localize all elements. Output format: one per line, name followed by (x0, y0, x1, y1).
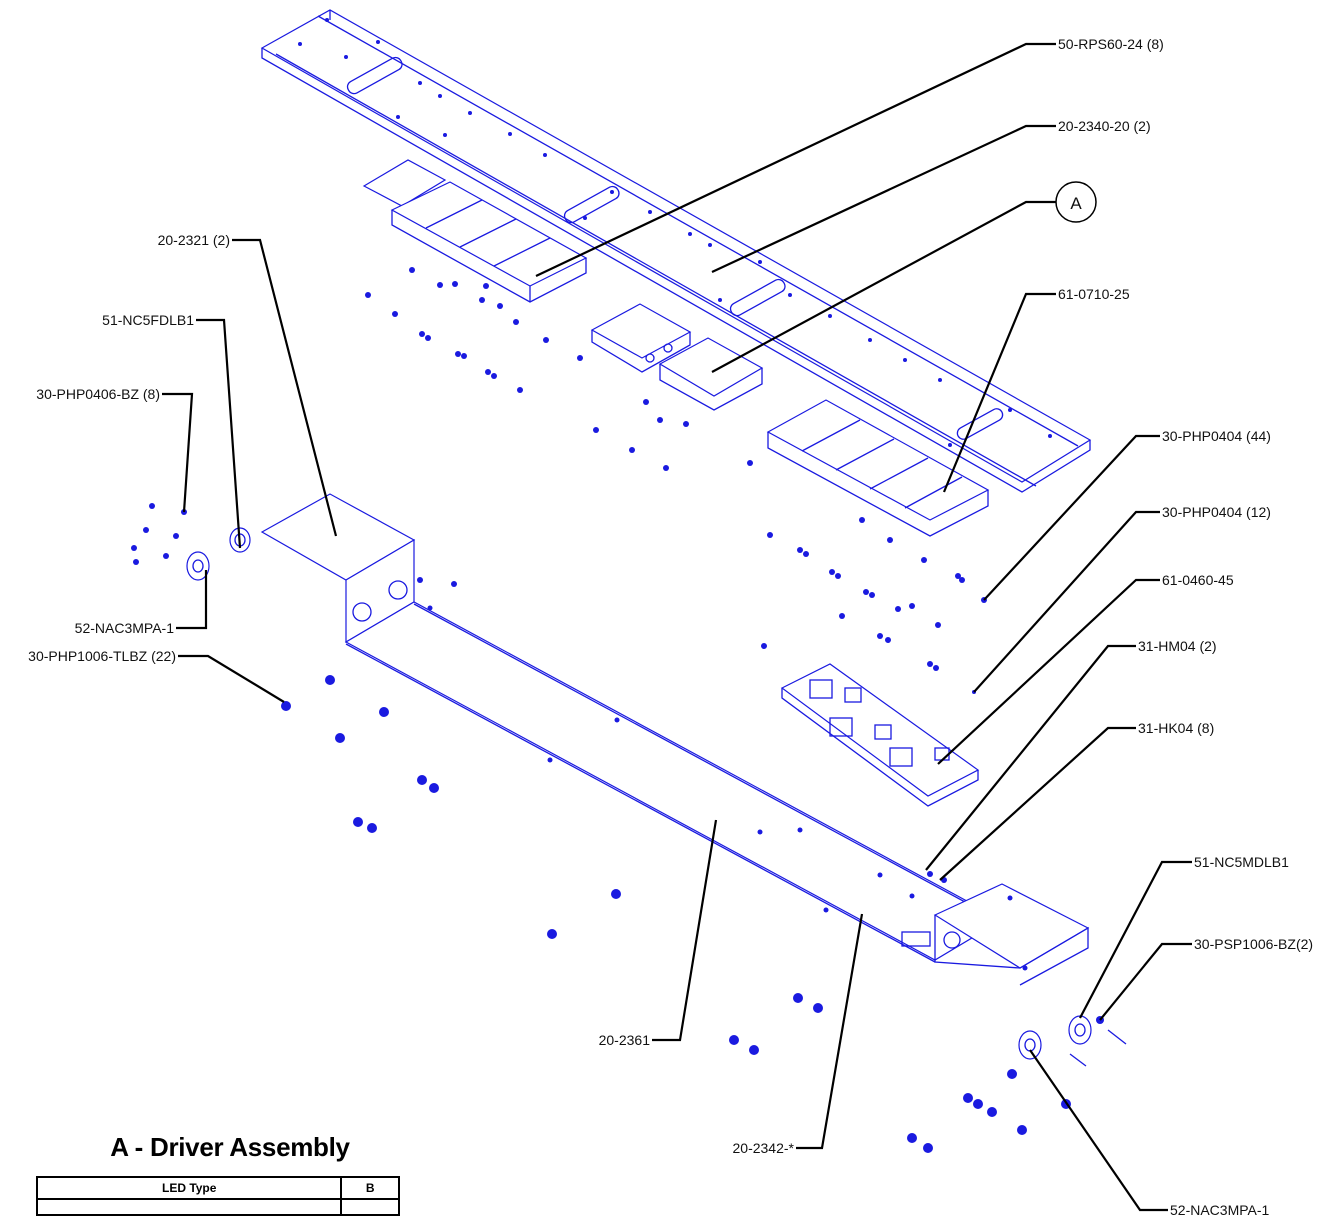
callout-50-rps60-24: 50-RPS60-24 (8) (1058, 36, 1164, 52)
top-rail-channel (260, 9, 1092, 493)
table-cell (340, 1198, 400, 1216)
table-row (35, 1198, 400, 1216)
callout-31-hk04: 31-HK04 (8) (1138, 720, 1214, 736)
header-led-type: LED Type (35, 1176, 343, 1200)
fasteners (131, 267, 1104, 1153)
callout-52-nac3mpa-1-left: 52-NAC3MPA-1 (75, 620, 175, 636)
power-supply-group-right (766, 399, 990, 537)
callout-30-php1006-tlbz: 30-PHP1006-TLBZ (22) (28, 648, 176, 664)
long-screws (1069, 1029, 1127, 1067)
callout-30-php0404-44: 30-PHP0404 (44) (1162, 428, 1271, 444)
callout-30-php0406-bz: 30-PHP0406-BZ (8) (36, 386, 160, 402)
callout-61-0460-45: 61-0460-45 (1162, 572, 1234, 588)
base-channel (260, 493, 1090, 986)
callout-20-2340-20: 20-2340-20 (2) (1058, 118, 1151, 134)
callout-30-php0404-12: 30-PHP0404 (12) (1162, 504, 1271, 520)
callout-labels: 50-RPS60-24 (8) 20-2340-20 (2) A 20-2321… (28, 36, 1313, 1218)
connector-left (186, 527, 251, 581)
callout-52-nac3mpa-1-right: 52-NAC3MPA-1 (1170, 1202, 1270, 1218)
connector-right (1018, 1015, 1092, 1060)
table-title: A - Driver Assembly (110, 1132, 350, 1162)
callout-51-nc5mdlb1: 51-NC5MDLB1 (1194, 854, 1289, 870)
callout-61-0710-25: 61-0710-25 (1058, 286, 1130, 302)
callout-20-2361: 20-2361 (599, 1032, 651, 1048)
driver-assembly-table: LED Type B (35, 1176, 400, 1216)
control-pcb (780, 663, 980, 807)
callout-20-2342: 20-2342-* (733, 1140, 795, 1156)
driver-board-middle (590, 303, 764, 411)
callout-a: A (1070, 194, 1082, 213)
callout-51-nc5fdlb1: 51-NC5FDLB1 (102, 312, 194, 328)
callout-a-circle (1055, 181, 1097, 223)
header-b: B (340, 1176, 400, 1200)
table-header-row: LED Type B (35, 1176, 400, 1200)
leader-lines (162, 42, 1192, 1212)
callout-31-hm04: 31-HM04 (2) (1138, 638, 1217, 654)
callout-30-psp1006-bz: 30-PSP1006-BZ(2) (1194, 936, 1313, 952)
power-supply-group-left (362, 159, 588, 303)
table-cell (35, 1198, 343, 1216)
callout-20-2321: 20-2321 (2) (158, 232, 230, 248)
